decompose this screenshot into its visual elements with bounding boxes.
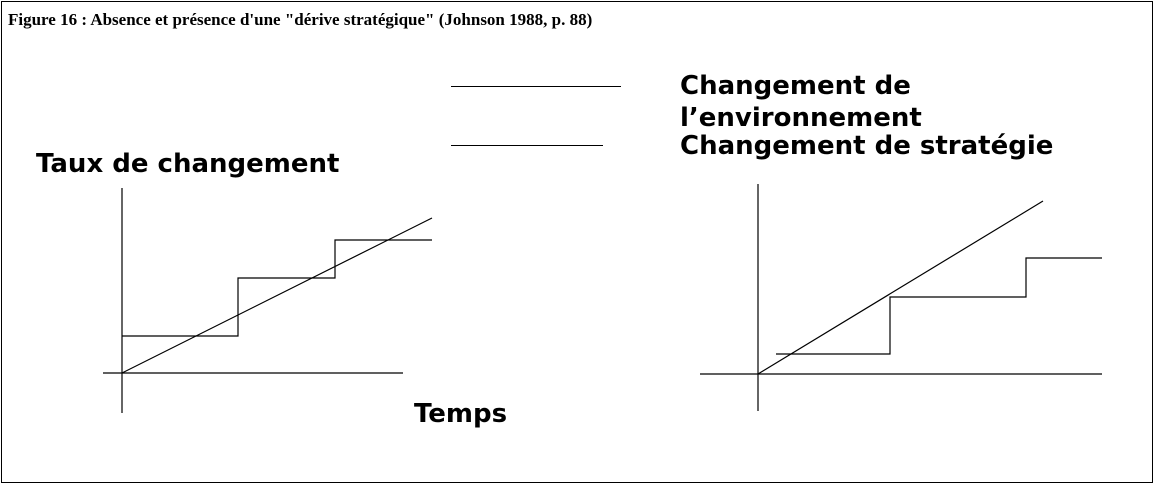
legend-environment-label: Changement de l’environnement [680,71,922,132]
figure-caption: Figure 16 : Absence et présence d'une "d… [8,10,593,29]
right-environment-line [757,200,1044,375]
x-axis-label: Temps [414,399,508,429]
y-axis-label: Taux de changement [36,149,340,179]
legend-strategy-label: Changement de stratégie [680,131,1054,161]
left-panel-absence [103,188,433,413]
left-environment-line [121,217,433,374]
right-strategy-steps [776,257,1102,355]
left-strategy-steps [122,239,432,337]
legend-environment: Changement de l’environnement [680,70,980,132]
legend-line-strategy [451,145,603,146]
legend-line-environment [451,86,621,87]
right-panel-presence [700,184,1102,411]
